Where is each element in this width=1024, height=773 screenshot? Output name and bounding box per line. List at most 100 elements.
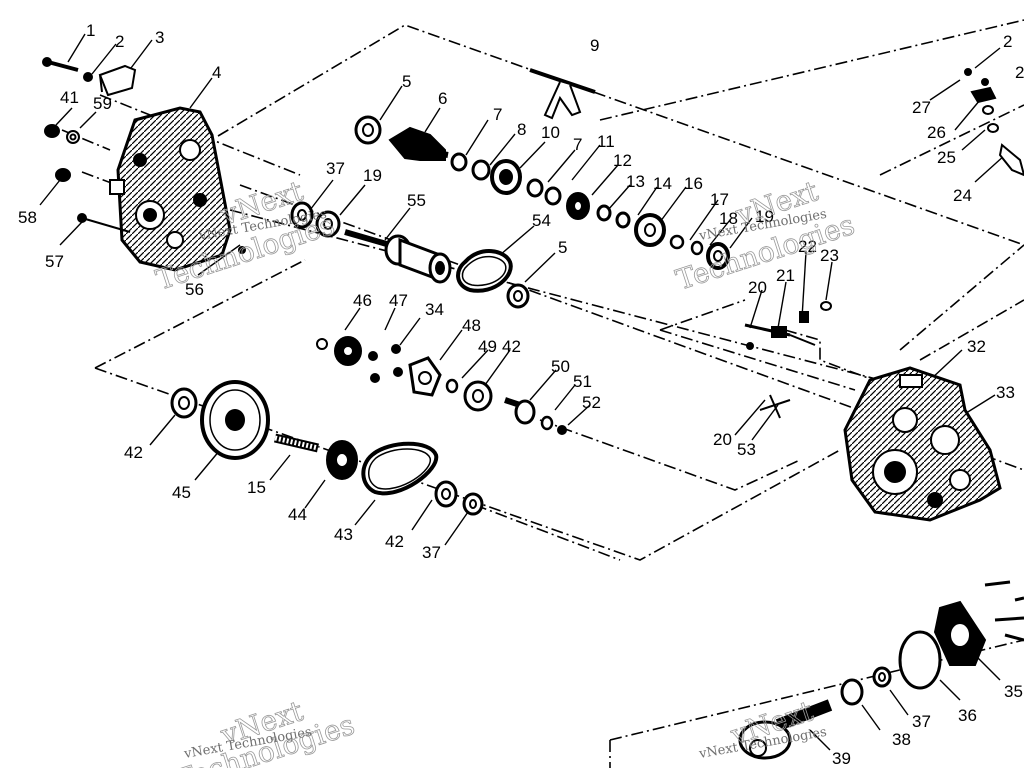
pulley-45 (200, 380, 270, 460)
oring-36 (898, 630, 942, 690)
assembly-outline-lines (61, 19, 1024, 768)
callout-16: 16 (684, 174, 703, 193)
bearing-42-mid (463, 380, 493, 412)
callout-53: 53 (737, 440, 756, 459)
washer-7b (526, 178, 544, 198)
pin-20-upper (746, 342, 754, 350)
callout-57: 57 (45, 252, 64, 271)
callout-7b: 7 (573, 135, 582, 154)
callout-14: 14 (653, 174, 672, 193)
cover-35 (933, 600, 987, 666)
clip-22 (799, 311, 809, 323)
callout-9: 9 (590, 36, 599, 55)
callout-4: 4 (212, 63, 221, 82)
plug-41 (44, 124, 60, 138)
shaft-15 (273, 433, 320, 453)
clip-17 (669, 234, 685, 250)
callout-54: 54 (532, 211, 551, 230)
callout-15: 15 (247, 478, 266, 497)
callout-42-left: 42 (124, 443, 143, 462)
bearing-37-left (290, 201, 314, 229)
pin-56 (238, 246, 246, 254)
lever-20-53 (759, 394, 791, 419)
callout-5-mid: 5 (558, 238, 567, 257)
callout-55: 55 (407, 191, 426, 210)
washer-18 (690, 240, 704, 256)
ring-38 (840, 678, 864, 706)
callout-37-mid: 37 (326, 159, 345, 178)
callout-24: 24 (953, 186, 972, 205)
bearing-16 (634, 213, 666, 247)
sprocket-44 (326, 440, 358, 480)
callout-52: 52 (582, 393, 601, 412)
callout-32: 32 (967, 337, 986, 356)
callout-21: 21 (776, 266, 795, 285)
callout-13: 13 (626, 172, 645, 191)
callout-42-right: 42 (385, 532, 404, 551)
linkage-21 (744, 323, 816, 346)
washer-2-right (964, 68, 989, 86)
callout-58: 58 (18, 208, 37, 227)
callout-18: 18 (719, 209, 738, 228)
plug-58 (55, 168, 71, 182)
callout-36: 36 (958, 706, 977, 725)
callout-23: 23 (820, 246, 839, 265)
gear-10 (490, 159, 522, 195)
callout-2: 2 (115, 32, 124, 51)
bearing-5-top (354, 115, 382, 145)
bearing-19-left (315, 210, 341, 238)
bracket-3 (98, 64, 137, 97)
bearing-42-left (170, 387, 198, 419)
shaft-55 (344, 229, 452, 284)
seal-37-lower (462, 492, 484, 516)
bolt-1 (42, 57, 79, 72)
washer-11 (544, 186, 562, 206)
callout-8: 8 (517, 120, 526, 139)
drive-belt-54 (456, 249, 513, 293)
callout-43: 43 (334, 525, 353, 544)
callout-6: 6 (438, 89, 447, 108)
callout-44: 44 (288, 505, 307, 524)
sprocket-12 (566, 192, 590, 220)
washer-13 (596, 204, 612, 222)
bracket-26 (970, 86, 997, 104)
clip-23 (820, 301, 832, 311)
bolt-34 (368, 344, 403, 383)
switch-24 (998, 143, 1024, 177)
callout-19-right: 19 (755, 207, 774, 226)
callout-7: 7 (493, 105, 502, 124)
callout-12: 12 (613, 151, 632, 170)
bearing-19-right (706, 242, 730, 270)
callout-49: 49 (478, 337, 497, 356)
callout-2-right-b: 2 (1015, 63, 1024, 82)
callout-51: 51 (573, 372, 592, 391)
washer-14 (615, 211, 631, 229)
callout-56: 56 (185, 280, 204, 299)
washer-49 (445, 378, 459, 394)
callout-22: 22 (798, 237, 817, 256)
callout-26: 26 (927, 123, 946, 142)
bearing-42-right (434, 480, 458, 508)
right-case-housing (843, 366, 1002, 522)
gear-shaft-6 (388, 126, 449, 161)
oring-59 (66, 130, 80, 144)
seal-37-right (872, 666, 892, 688)
washer-8 (471, 159, 491, 181)
callout-2-right: 2 (1003, 32, 1012, 51)
leader-lines (39, 33, 1006, 751)
callout-39: 39 (832, 749, 851, 768)
callout-27: 27 (912, 98, 931, 117)
callout-50: 50 (551, 357, 570, 376)
callout-45: 45 (172, 483, 191, 502)
shift-fork-9 (529, 68, 596, 120)
callout-11: 11 (597, 132, 615, 151)
callout-5: 5 (402, 72, 411, 91)
sprocket-47 (334, 336, 362, 366)
callout-1: 1 (86, 21, 95, 40)
callout-41: 41 (60, 88, 79, 107)
washer-51 (540, 415, 554, 431)
callout-48: 48 (462, 316, 481, 335)
callout-20-upper: 20 (748, 278, 767, 297)
callout-47: 47 (389, 291, 408, 310)
